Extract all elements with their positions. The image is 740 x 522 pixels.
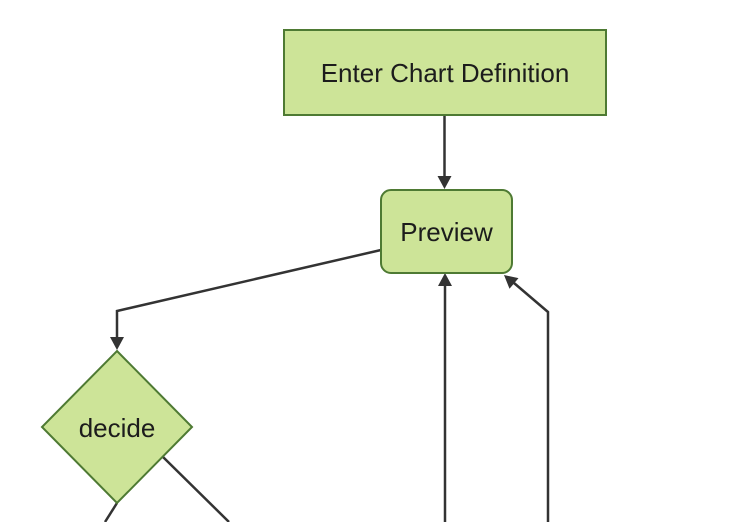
edge-preview-to-decide bbox=[110, 248, 382, 350]
edge-decide-to-offscreen-left bbox=[103, 502, 119, 522]
edge-line bbox=[162, 456, 230, 522]
edge-line bbox=[115, 248, 382, 338]
node-label: Enter Chart Definition bbox=[321, 58, 570, 88]
diamond-shape bbox=[40, 349, 194, 505]
node-preview: Preview bbox=[380, 189, 513, 274]
node-enter-chart-definition: Enter Chart Definition bbox=[283, 29, 607, 116]
node-label: Preview bbox=[400, 217, 493, 247]
arrowhead-up-left-icon bbox=[504, 275, 519, 289]
arrowhead-down-icon bbox=[110, 337, 124, 350]
rounded-rectangle-shape bbox=[380, 189, 513, 274]
arrowhead-up-icon bbox=[438, 273, 452, 286]
node-label: decide bbox=[79, 413, 156, 443]
edge-offscreen-to-preview-vertical bbox=[438, 273, 452, 522]
edge-line bbox=[513, 282, 550, 522]
arrowhead-down-icon bbox=[437, 176, 452, 189]
edge-enter-to-preview bbox=[437, 115, 452, 189]
edge-line bbox=[103, 502, 119, 522]
node-decide: decide bbox=[40, 349, 194, 505]
edge-offscreen-to-preview-bent bbox=[504, 275, 550, 522]
edge-decide-to-offscreen-right bbox=[162, 456, 230, 522]
rectangle-shape bbox=[283, 29, 607, 116]
